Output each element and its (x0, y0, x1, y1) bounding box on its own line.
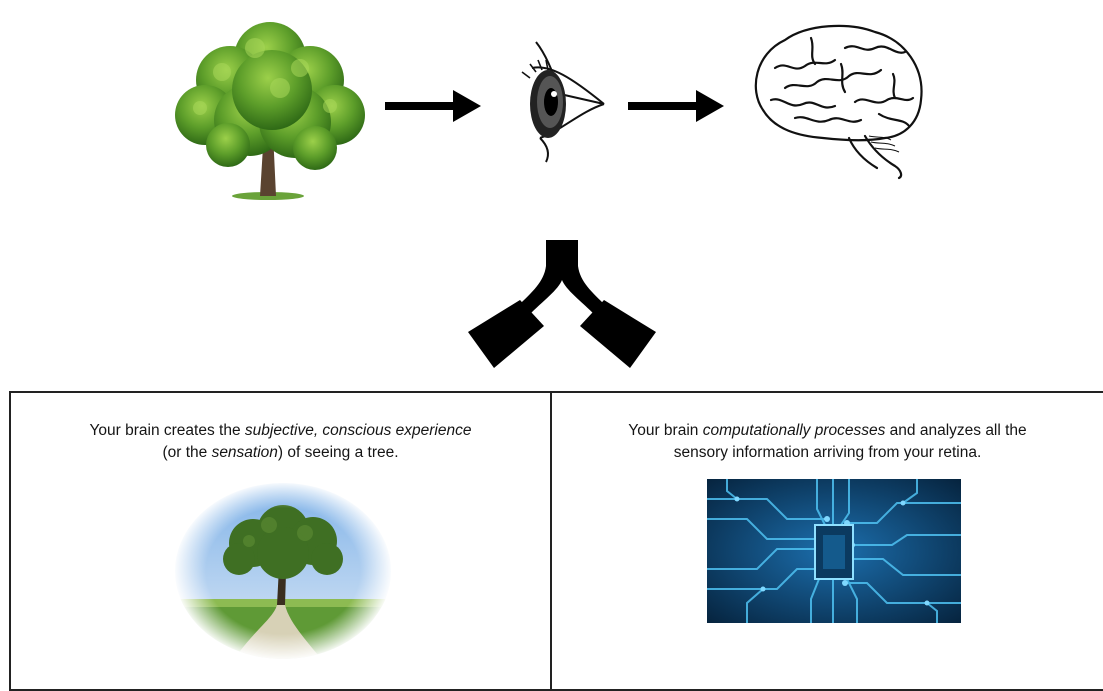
brain-icon (754, 24, 923, 180)
caption-emphasis: subjective, conscious experience (244, 422, 472, 439)
processing-caption: Your brain computationally processes and… (552, 420, 1103, 464)
right-arrow-icon (385, 90, 481, 122)
caption-text: ) of seeing a tree. (277, 444, 399, 461)
tree-icon (175, 22, 365, 200)
processing-panel: Your brain computationally processes and… (550, 391, 1103, 691)
split-arrow-icon (468, 240, 656, 368)
caption-line: Your brain creates the subjective, consc… (11, 420, 550, 442)
sensation-caption: Your brain creates the subjective, consc… (11, 420, 550, 464)
sensation-panel: Your brain creates the subjective, consc… (9, 391, 552, 691)
caption-line: Your brain computationally processes and… (552, 420, 1103, 442)
caption-line: (or the sensation) of seeing a tree. (11, 442, 550, 464)
circuit-board-icon (707, 479, 961, 623)
caption-text: (or the (162, 444, 212, 461)
caption-text: Your brain creates the (89, 422, 245, 439)
caption-text: Your brain (628, 422, 703, 439)
eye-icon (521, 41, 605, 163)
right-arrow-icon (628, 90, 724, 122)
caption-emphasis: computationally processes (702, 422, 886, 439)
caption-line: sensory information arriving from your r… (673, 444, 982, 461)
caption-emphasis: sensation (211, 444, 278, 461)
caption-text: and analyzes all the (885, 422, 1027, 439)
tree-landscape-photo-icon (173, 481, 393, 661)
